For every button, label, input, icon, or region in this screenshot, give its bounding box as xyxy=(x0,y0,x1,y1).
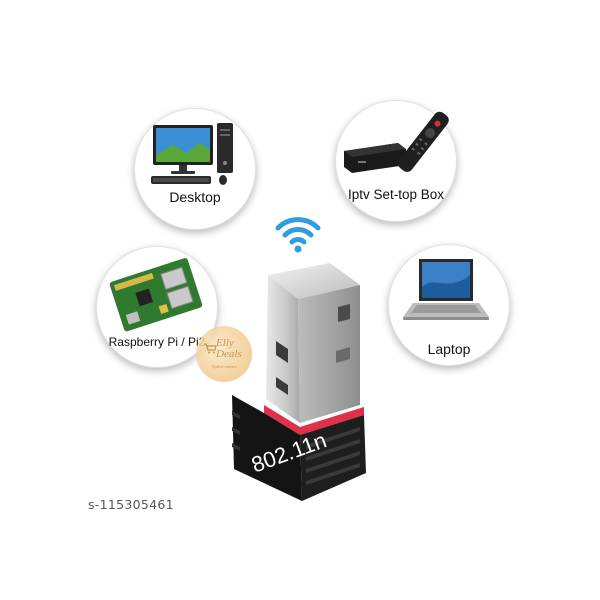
iptv-bubble: Iptv Set-top Box xyxy=(335,100,457,222)
adapter-body xyxy=(232,395,366,501)
elly-deals-watermark: Elly Deals Quality matters xyxy=(196,326,252,382)
usb-connector xyxy=(266,263,360,423)
laptop-label: Laptop xyxy=(427,341,471,357)
raspberry-pi-label: Raspberry Pi / Pi2 xyxy=(108,335,206,349)
laptop-bubble: Laptop xyxy=(388,244,510,366)
shopping-cart-icon xyxy=(204,343,217,354)
watermark-tagline: Quality matters xyxy=(211,364,237,369)
iptv-label: Iptv Set-top Box xyxy=(347,187,445,202)
desktop-bubble: Desktop xyxy=(134,108,256,230)
adapter-accent-band xyxy=(264,405,364,435)
raspberry-pi-board-icon xyxy=(109,258,203,332)
watermark-brand: Elly Deals xyxy=(216,337,242,360)
desktop-label: Desktop xyxy=(169,189,221,205)
product-code: s-115305461 xyxy=(88,497,174,512)
wifi-signal-icon xyxy=(275,217,321,253)
laptop-icon xyxy=(403,259,489,320)
desktop-computer-icon xyxy=(151,123,233,185)
usb-wifi-adapter xyxy=(232,263,366,501)
set-top-box-icon xyxy=(344,111,449,173)
